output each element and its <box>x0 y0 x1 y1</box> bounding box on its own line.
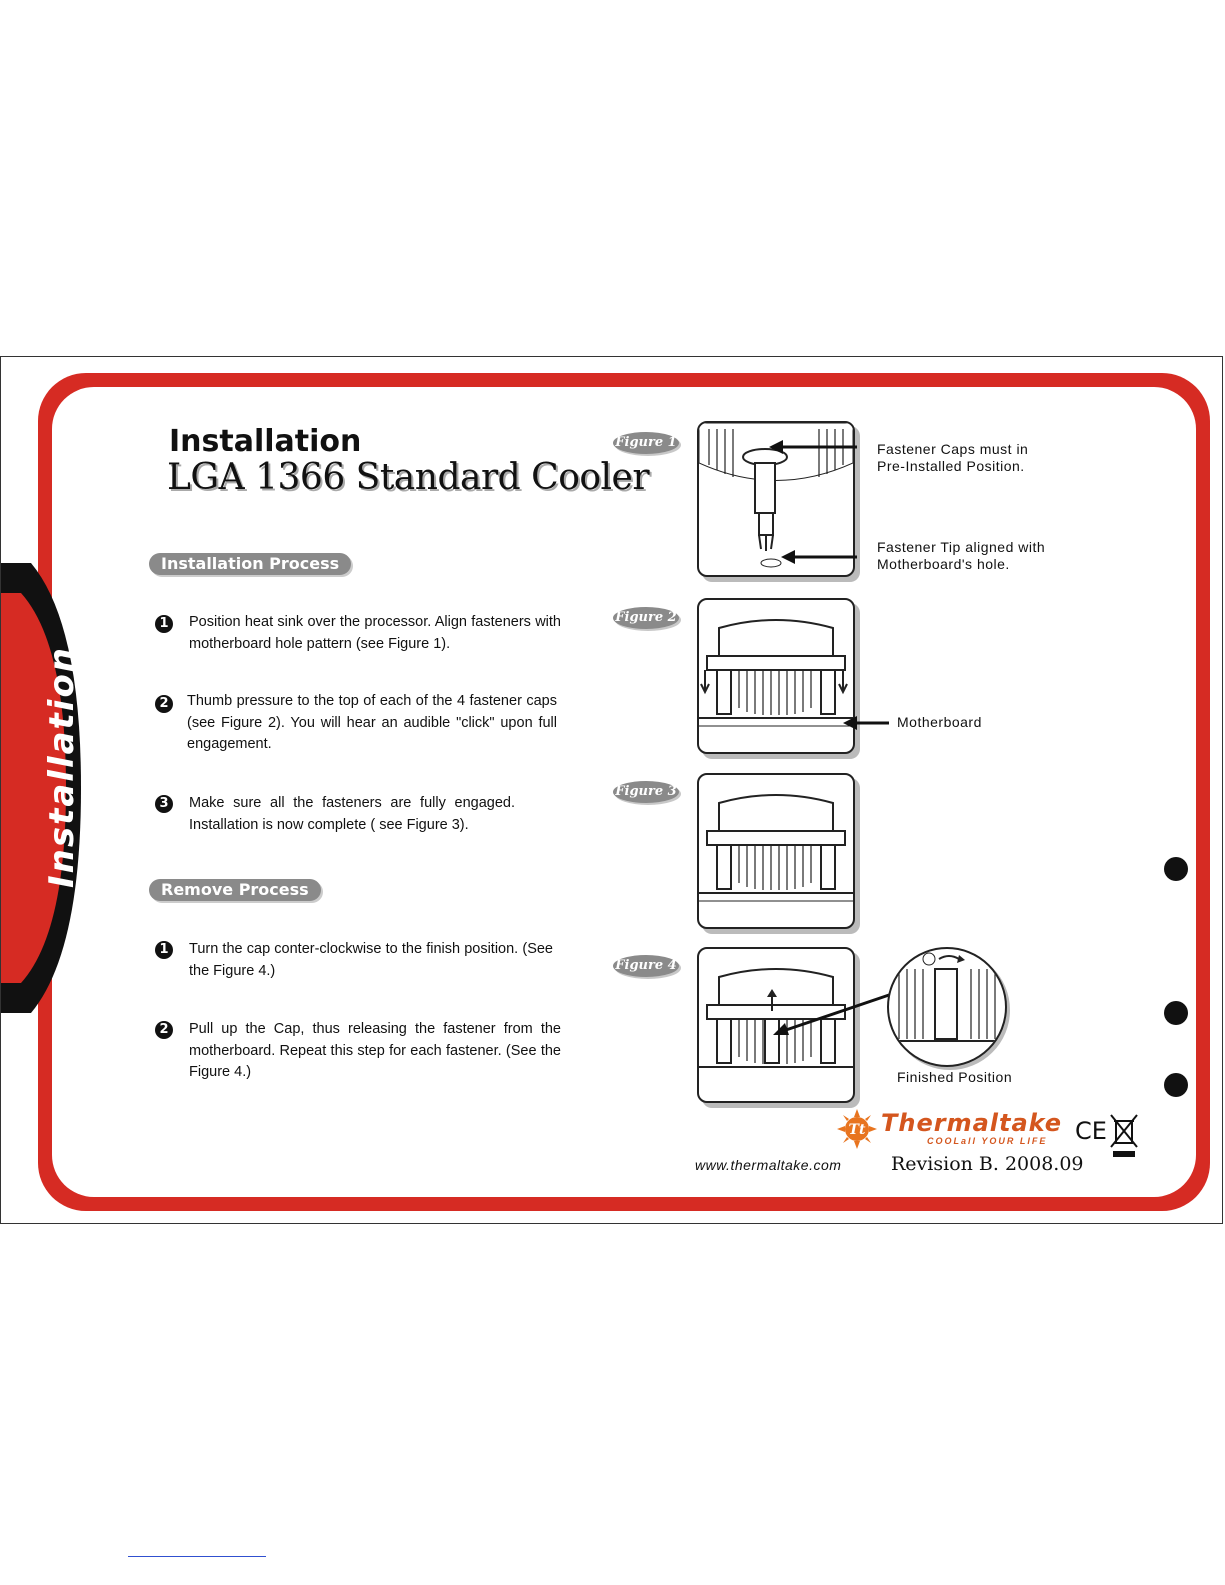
fastener-illustration <box>699 423 853 568</box>
logo-mark: Tt <box>849 1122 866 1138</box>
arrow-icon <box>843 716 889 730</box>
figure-1-callout-tip: Fastener Tip aligned with Motherboard's … <box>877 539 1046 572</box>
figure-2-label: Figure 2 <box>613 607 679 629</box>
remove-step-2: Pull up the Cap, thus releasing the fast… <box>189 1021 561 1080</box>
fastener-detail-illustration <box>889 952 1005 1042</box>
remove-process-heading: Remove Process <box>149 879 321 901</box>
step-number: 1 <box>155 615 173 633</box>
arrow-icon <box>781 550 857 564</box>
step-number: 3 <box>155 795 173 813</box>
sun-logo-icon: Tt <box>837 1109 877 1149</box>
install-step-2: Thumb pressure to the top of each of the… <box>187 693 557 752</box>
hyperlink-underline <box>128 1556 266 1557</box>
figure-1-callout-caps: Fastener Caps must in Pre-Installed Posi… <box>877 441 1029 474</box>
manual-page: Installation Installation LGA 1366 Stand… <box>0 356 1223 1224</box>
brand-tagline: COOLall YOUR LIFE <box>927 1136 1048 1146</box>
website-url: www.thermaltake.com <box>695 1157 842 1173</box>
figure-2-image <box>697 598 855 754</box>
zoom-detail <box>887 947 1007 1067</box>
weee-bin-icon <box>1110 1114 1138 1157</box>
page-title: Installation <box>169 424 362 459</box>
side-tab-label: Installation <box>42 646 82 888</box>
page-subtitle: LGA 1366 Standard Cooler <box>167 457 650 498</box>
figure-4-label: Figure 4 <box>613 955 679 977</box>
figure-3-image <box>697 773 855 929</box>
arrow-icon <box>769 440 857 454</box>
revision-label: Revision B. 2008.09 <box>891 1153 1084 1175</box>
remove-step-1: Turn the cap conter-clockwise to the fin… <box>189 941 553 979</box>
step-number: 2 <box>155 1021 173 1039</box>
side-tab: Installation <box>1 563 82 1013</box>
figure-1-image <box>697 421 855 577</box>
cooler-removal-illustration <box>699 968 853 1068</box>
edge-dot <box>1164 1073 1188 1097</box>
edge-dot <box>1164 857 1188 881</box>
install-step-3: Make sure all the fasteners are fully en… <box>189 795 515 833</box>
figure-4-image <box>697 947 855 1103</box>
arrow-icon <box>773 993 890 1035</box>
step-number: 1 <box>155 941 173 959</box>
edge-dot <box>1164 1001 1188 1025</box>
cooler-installed-illustration <box>699 794 853 902</box>
install-step-1: Position heat sink over the processor. A… <box>189 614 561 652</box>
brand-name: Thermaltake <box>881 1109 1063 1137</box>
figure-3-label: Figure 3 <box>613 781 679 803</box>
figure-2-callout: Motherboard <box>897 714 982 730</box>
figure-4-callout: Finished Position <box>897 1069 1013 1085</box>
cooler-illustration <box>699 619 853 727</box>
installation-process-heading: Installation Process <box>149 553 352 575</box>
figure-1-label: Figure 1 <box>613 432 679 454</box>
ce-mark: CE <box>1075 1117 1107 1145</box>
step-number: 2 <box>155 695 173 713</box>
